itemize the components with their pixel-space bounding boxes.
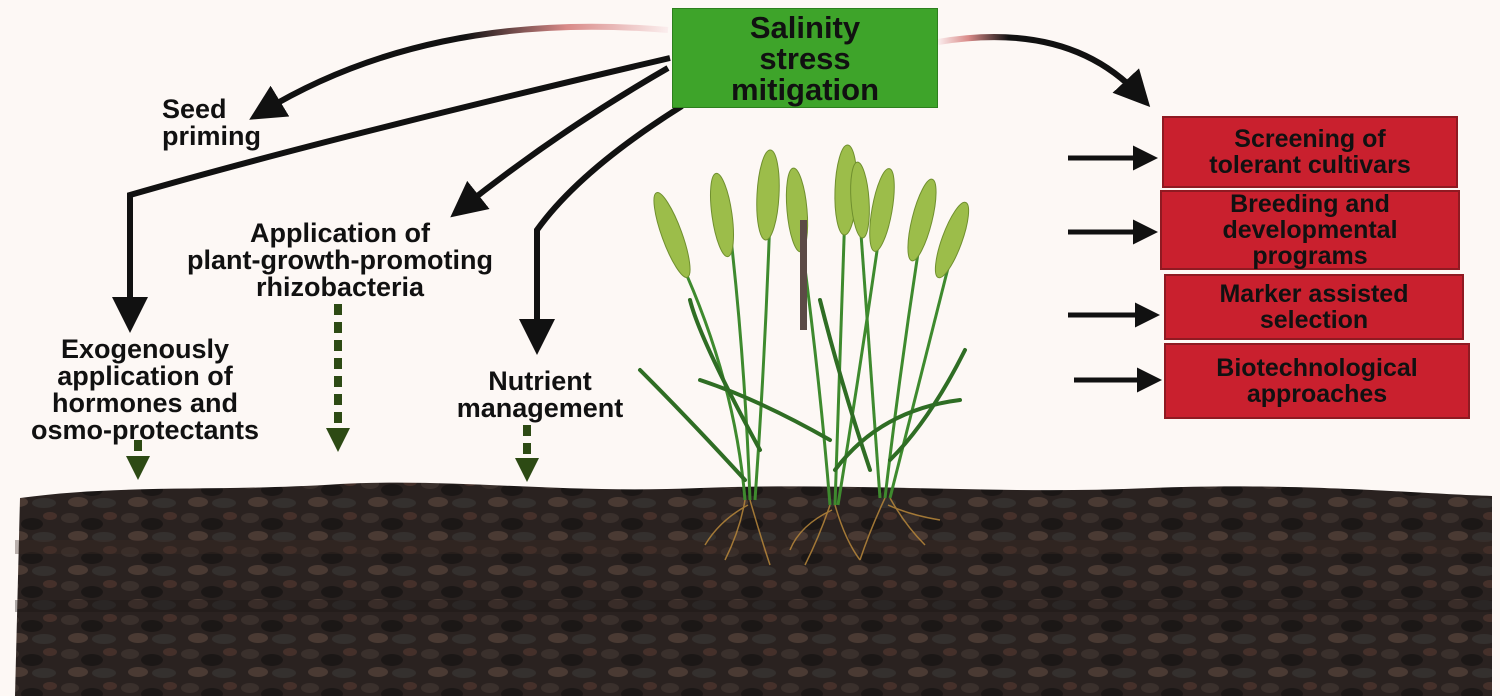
- label-seed-priming: Seed priming: [162, 96, 261, 150]
- pgpr-line-3: rhizobacteria: [255, 272, 425, 302]
- nutrient-line-1: Nutrient: [488, 366, 592, 396]
- arrow-to-nutrient: [519, 103, 684, 355]
- seed-priming-line-2: priming: [162, 121, 261, 151]
- hub-line-3: mitigation: [730, 71, 880, 107]
- label-exogenous: Exogenously application of hormones and …: [0, 336, 290, 444]
- label-nutrient: Nutrient management: [445, 368, 635, 422]
- breeding-line-3: programs: [1252, 242, 1368, 270]
- box-biotechnological: Biotechnological approaches: [1164, 343, 1470, 419]
- pgpr-line-1: Application of: [250, 218, 430, 248]
- marker-line-2: selection: [1259, 306, 1369, 334]
- hub-salinity-stress-mitigation: Salinity stress mitigation: [672, 8, 938, 108]
- roots-icon: [704, 497, 941, 566]
- screening-line-2: tolerant cultivars: [1209, 151, 1411, 179]
- box-screening: Screening of tolerant cultivars: [1162, 116, 1458, 188]
- breeding-line-2: developmental: [1222, 216, 1398, 244]
- hub-line-2: stress: [759, 40, 851, 76]
- hub-line-1: Salinity: [749, 9, 861, 45]
- arrow-to-pgpr: [450, 65, 670, 218]
- screening-line-1: Screening of: [1234, 125, 1386, 153]
- exogenous-line-4: osmo-protectants: [30, 415, 260, 445]
- approach-arrows: [1068, 145, 1162, 393]
- soil-icon: [15, 482, 1492, 696]
- soil-arrows: [126, 304, 539, 482]
- seed-priming-line-1: Seed: [162, 94, 227, 124]
- box-breeding: Breeding and developmental programs: [1160, 190, 1460, 270]
- breeding-line-1: Breeding and: [1230, 190, 1390, 218]
- label-pgpr: Application of plant-growth-promoting rh…: [150, 220, 530, 301]
- marker-line-1: Marker assisted: [1219, 280, 1409, 308]
- pgpr-line-2: plant-growth-promoting: [187, 245, 493, 275]
- arrow-to-seed-priming: [249, 23, 669, 120]
- exogenous-line-2: application of: [57, 361, 233, 391]
- biotech-line-2: approaches: [1246, 380, 1388, 408]
- box-marker-assisted: Marker assisted selection: [1164, 274, 1464, 340]
- hub-arrows: [112, 23, 1151, 355]
- arrow-to-exogenous: [112, 55, 671, 333]
- exogenous-line-1: Exogenously: [60, 334, 230, 364]
- arrow-to-genetic-approaches: [937, 34, 1151, 108]
- nutrient-line-2: management: [456, 393, 624, 423]
- biotech-line-1: Biotechnological: [1216, 354, 1418, 382]
- exogenous-line-3: hormones and: [51, 388, 239, 418]
- wheat-plant-icon: [638, 144, 970, 506]
